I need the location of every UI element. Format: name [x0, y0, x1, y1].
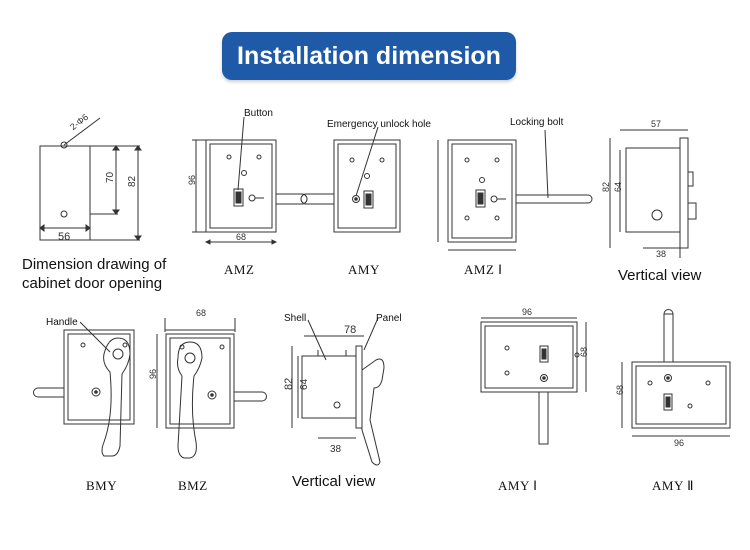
vertical-view-2-drawing: 78 82 64 38: [283, 317, 385, 466]
shell-callout: Shell: [284, 313, 307, 324]
amz1-drawing: [437, 129, 593, 251]
amy2-dim-68: 68: [615, 385, 625, 395]
vv1-dim-38: 38: [656, 249, 666, 259]
bmz-dim-96: 96: [148, 369, 158, 379]
amy1-drawing: 96 68: [480, 307, 589, 445]
caption-bmz: BMZ: [178, 478, 208, 493]
caption-bmy: BMY: [86, 478, 118, 493]
amy2-drawing: 68 96: [615, 309, 731, 448]
vertical-view-label-1: Vertical view: [618, 267, 702, 284]
caption-amy1: AMY Ⅰ: [498, 478, 538, 493]
amy1-dim-68: 68: [579, 347, 589, 357]
vv1-dim-82: 82: [601, 182, 611, 192]
bmz-drawing: 68 96: [148, 308, 267, 459]
hole-label: 2-Φ6: [68, 112, 90, 132]
vv2-dim-38: 38: [330, 444, 342, 455]
handle-callout: Handle: [46, 317, 78, 328]
emergency-callout: Emergency unlock hole: [327, 119, 431, 130]
bmz-dim-68: 68: [196, 308, 206, 318]
page-title: Installation dimension: [222, 32, 516, 80]
bmy-drawing: [33, 321, 135, 457]
caption-amy: AMY: [348, 262, 380, 277]
door-opening-label-1: Dimension drawing of: [22, 256, 167, 273]
dim-70: 70: [105, 171, 116, 183]
door-opening-label-2: cabinet door opening: [22, 275, 163, 292]
caption-amz1: AMZ Ⅰ: [464, 262, 503, 277]
vv2-dim-82: 82: [283, 378, 295, 390]
door-opening-drawing: 2-Φ6 70 82 56: [39, 112, 142, 243]
caption-amy2: AMY Ⅱ: [652, 478, 695, 493]
amy2-dim-96: 96: [674, 438, 684, 448]
amy-drawing: [300, 126, 401, 233]
vv2-dim-64: 64: [299, 378, 310, 390]
dim-56: 56: [58, 231, 70, 243]
amz-dim-96: 96: [187, 175, 197, 185]
dim-82: 82: [127, 175, 138, 187]
vv1-dim-57: 57: [651, 119, 661, 129]
amy1-dim-96: 96: [522, 307, 532, 317]
vv1-dim-64: 64: [613, 182, 623, 192]
caption-amz: AMZ: [224, 262, 255, 277]
panel-callout: Panel: [376, 313, 402, 324]
locking-bolt-callout: Locking bolt: [510, 117, 564, 128]
amz-dim-68: 68: [236, 232, 246, 242]
vv2-dim-78: 78: [344, 324, 356, 336]
amz-drawing: 96 68: [187, 116, 308, 245]
vertical-view-1-drawing: 57 82 64 38: [601, 119, 697, 259]
button-callout: Button: [244, 108, 273, 119]
vertical-view-label-2: Vertical view: [292, 473, 376, 490]
